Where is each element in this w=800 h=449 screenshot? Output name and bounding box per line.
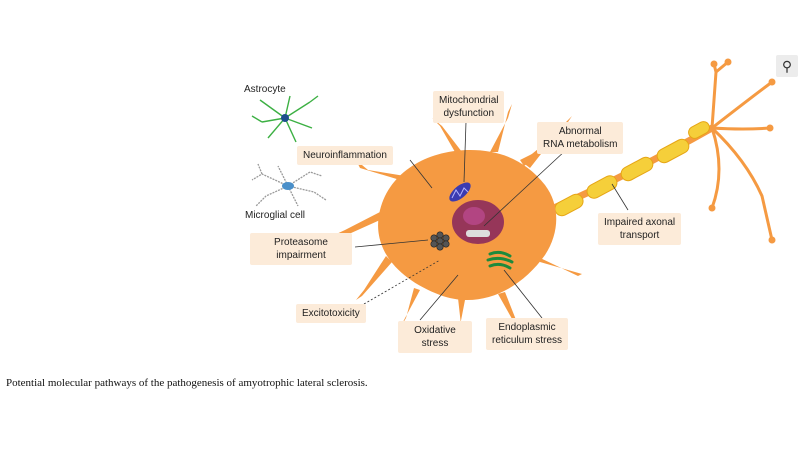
proteasome-impairment-label: Proteasome impairment bbox=[250, 233, 352, 265]
axonal-line1: Impaired axonal bbox=[604, 217, 676, 228]
excitotoxicity-text: Excitotoxicity bbox=[302, 308, 360, 319]
mito-line1: Mitochondrial bbox=[439, 95, 499, 106]
magnifier-button[interactable]: ⚲ bbox=[776, 55, 798, 77]
mitochondrial-dysfunction-label: Mitochondrial dysfunction bbox=[433, 91, 505, 123]
rna-line1: Abnormal bbox=[558, 126, 602, 137]
microglial-cell-label: Microglial cell bbox=[245, 210, 306, 221]
astrocyte-label: Astrocyte bbox=[244, 84, 286, 95]
neuroinflammation-label: Neuroinflammation bbox=[297, 146, 393, 165]
er-stress-label: Endoplasmic reticulum stress bbox=[486, 318, 569, 350]
er-line2: reticulum stress bbox=[492, 335, 563, 346]
microglial-cell-icon bbox=[251, 163, 327, 207]
axonal-line2: transport bbox=[619, 230, 660, 241]
astrocyte-icon bbox=[251, 95, 319, 143]
proteasome-line2: impairment bbox=[276, 250, 326, 261]
neuroinflammation-text: Neuroinflammation bbox=[303, 150, 387, 161]
mito-line2: dysfunction bbox=[443, 108, 495, 119]
pointer-lines bbox=[354, 121, 629, 321]
myelin-sheaths bbox=[554, 121, 710, 217]
er-line1: Endoplasmic bbox=[498, 322, 556, 333]
impaired-axonal-transport-label: Impaired axonal transport bbox=[598, 213, 682, 245]
abnormal-rna-metabolism-label: Abnormal RNA metabolism bbox=[537, 122, 624, 154]
er-icon bbox=[486, 250, 514, 270]
proteasome-line1: Proteasome bbox=[274, 237, 328, 248]
rna-line2: RNA metabolism bbox=[543, 139, 618, 150]
nucleus bbox=[452, 200, 504, 244]
proteasome-icon bbox=[430, 231, 450, 251]
mitochondrion-icon bbox=[449, 182, 471, 202]
oxidative-line1: Oxidative bbox=[414, 325, 456, 336]
oxidative-line2: stress bbox=[421, 338, 449, 349]
oxidative-stress-label: Oxidative stress bbox=[398, 321, 472, 353]
excitotoxicity-label: Excitotoxicity bbox=[296, 304, 366, 323]
figure-caption: Potential molecular pathways of the path… bbox=[6, 377, 368, 389]
magnifier-icon: ⚲ bbox=[781, 57, 793, 74]
